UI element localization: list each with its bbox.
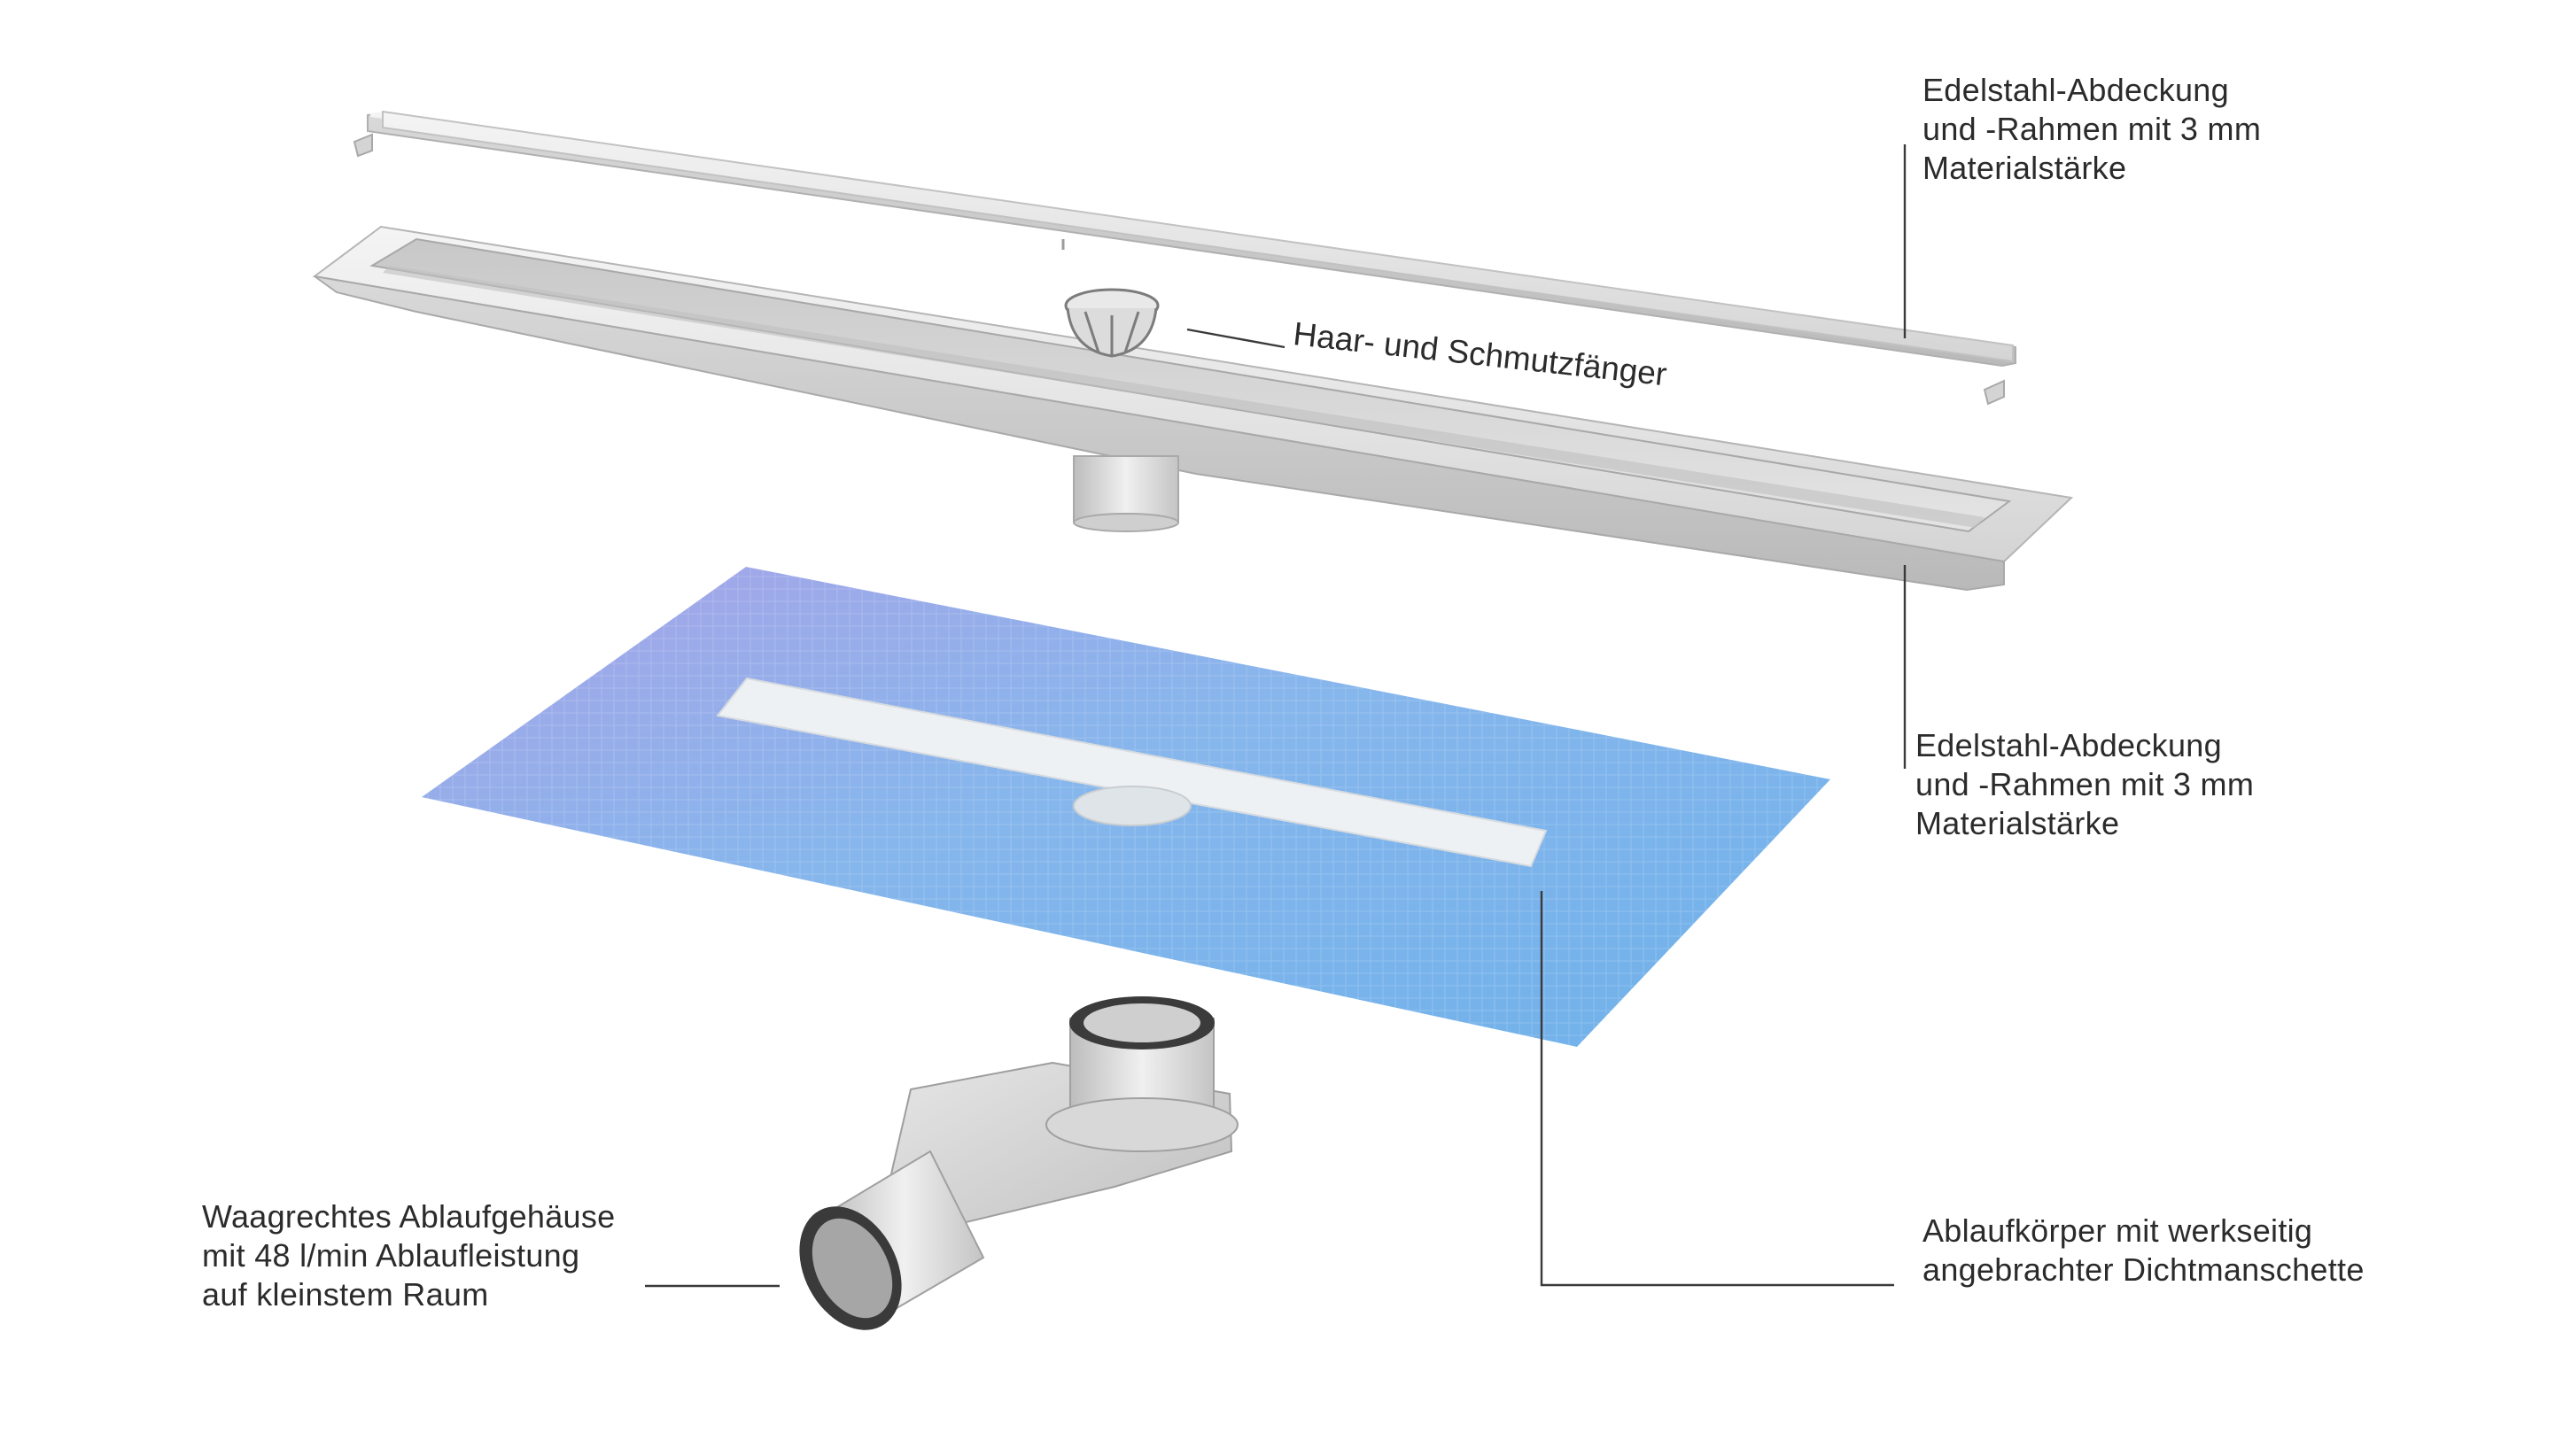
drain-housing [799, 996, 1239, 1330]
leader-hair-filter [1186, 328, 1286, 349]
label-horizontal-housing: Waagrechtes Ablaufgehäuse mit 48 l/min A… [202, 1198, 616, 1313]
drain-channel [312, 225, 2074, 592]
label-cover-top: Edelstahl-Abdeckung und -Rahmen mit 3 mm… [1922, 72, 2262, 186]
leader-lines [645, 144, 1907, 1288]
hair-filter [1064, 288, 1160, 358]
label-cover-middle: Edelstahl-Abdeckung und -Rahmen mit 3 mm… [1915, 727, 2255, 841]
sealing-membrane [422, 567, 1830, 1047]
leader-drain-body [1540, 891, 1894, 1287]
label-drain-body: Ablaufkörper mit werkseitig angebrachter… [1922, 1212, 2365, 1288]
cover-plate [353, 110, 2016, 406]
